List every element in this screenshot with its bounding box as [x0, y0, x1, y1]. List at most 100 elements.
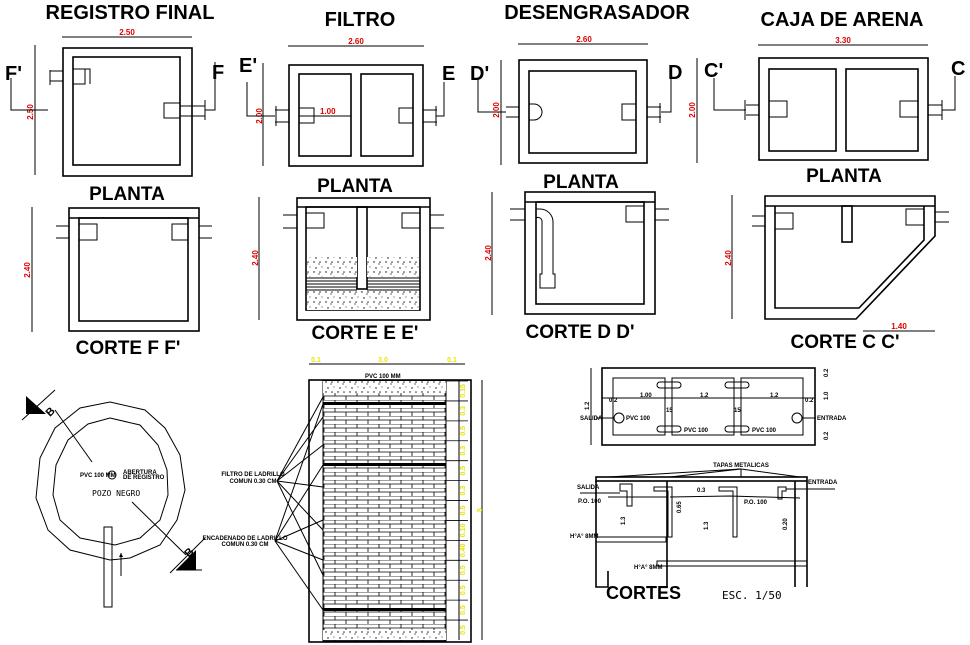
caja-arena-group: CAJA DE ARENA 3.30 C' C PLANTA 2.40 1.40… — [704, 9, 965, 353]
pozo-negro-group: PVC 100 MM ABERTURA DE REGISTRO POZO NEG… — [21, 389, 206, 608]
fittings — [744, 100, 943, 120]
outer-wall — [758, 57, 929, 161]
section-marker-bottom: B — [169, 537, 206, 574]
wall-dim-1: 0.3 — [460, 406, 467, 416]
chamber-1 — [612, 377, 666, 436]
chain-beams — [323, 402, 446, 611]
pipe-right: P.O. 100 — [744, 500, 768, 506]
fittings — [275, 106, 437, 126]
vert-1: 1.0 — [824, 391, 830, 400]
floor-1 — [595, 536, 667, 543]
tee-pipes — [619, 483, 787, 538]
fittings — [506, 103, 661, 123]
entry-label: ENTRADA — [817, 416, 847, 422]
left-height: 1.2 — [585, 401, 591, 410]
sec-dim-4: 0.65 — [677, 501, 683, 513]
pozo-label: POZO NEGRO — [92, 489, 140, 498]
section-outer — [296, 197, 431, 321]
height-dim-right: 2.00 — [688, 102, 697, 118]
vert-2: 0.2 — [824, 431, 830, 440]
section-inner — [774, 206, 925, 309]
cortes-title: CORTES — [606, 583, 681, 603]
cut-lines — [246, 82, 445, 117]
wall-dim-7: 0.10 — [460, 524, 467, 538]
plan-label: PLANTA — [317, 176, 393, 197]
section-fittings — [56, 223, 212, 241]
gravel-left — [307, 257, 357, 277]
wall-dim-2: 0.5 — [460, 426, 467, 436]
chamber-left — [768, 68, 837, 152]
section-outer — [68, 207, 200, 332]
cover-label-1: ABERTURA — [123, 470, 157, 476]
outer-wall — [518, 59, 648, 164]
desengrasador-group: DESENGRASADOR 2.60 2.00 2.00 D' D PLANTA… — [470, 2, 698, 343]
cortes-plan-group: 0.2 1.00 1.2 1.2 0.2 15 15 1.2 0.2 1.0 0… — [580, 367, 847, 446]
brick-wall — [322, 380, 447, 642]
inner-wall — [528, 70, 637, 154]
plan-pipes — [596, 381, 816, 433]
chamber-3 — [740, 377, 804, 436]
section-label: CORTE F F' — [76, 338, 181, 359]
section-label: CORTE D D' — [525, 322, 634, 343]
right-dims: 0.150.30.50.30.50.30.50.100.400.50.50.50… — [446, 380, 468, 635]
sep-1: 15 — [734, 408, 741, 414]
filtro-group: FILTRO 2.60 2.00 1.00 E' E PLANTA 2.40 C… — [239, 9, 455, 344]
wall-dim-12: 0.5 — [460, 625, 467, 635]
dim-top-0: 0.1 — [311, 357, 321, 364]
plan-outer — [601, 367, 816, 446]
section-label: CORTE E E' — [312, 323, 419, 344]
cut-lines — [477, 78, 672, 113]
right-cut-label: C — [951, 58, 965, 80]
chain-note-1: ENCADENADO DE LADRILLO — [203, 536, 288, 542]
outer-wall — [288, 64, 424, 167]
dim-top-2: 0.1 — [447, 357, 457, 364]
chamber-2 — [671, 377, 735, 436]
filter-note-2: COMUN 0.30 CM — [229, 479, 276, 485]
wall-section-group: 0.1 3.0 0.1 PVC 100 MM 0.150.30.50.30.50… — [203, 357, 484, 643]
chain-note-2: COMUN 0.30 CM — [221, 542, 268, 548]
center-wall — [356, 206, 368, 290]
section-mark: B — [44, 405, 58, 419]
pipe-label: PVC 100 MM — [80, 473, 116, 479]
wall-dim-9: 0.5 — [460, 565, 467, 575]
section-label: CORTE C C' — [790, 332, 899, 353]
width-dim: 2.60 — [348, 37, 364, 46]
inlet-fitting — [49, 68, 91, 85]
scale-label: ESC. 1/50 — [722, 589, 782, 602]
floor-2 — [656, 560, 808, 567]
bottom-gravel — [323, 630, 446, 640]
plan-dim-1: 1.00 — [640, 393, 652, 399]
covers-leaders — [607, 468, 801, 478]
section-marker-top: B — [21, 389, 58, 421]
entry-label: ENTRADA — [808, 480, 838, 486]
plan-label: PLANTA — [89, 184, 165, 205]
water-line — [608, 495, 801, 499]
top-slab — [595, 476, 808, 482]
plan-label: PLANTA — [806, 166, 882, 187]
width-dim: 2.60 — [576, 35, 592, 44]
filter-layers — [306, 277, 420, 291]
section-fittings — [510, 205, 669, 223]
pipe-left: P.O. 100 — [578, 499, 602, 505]
leader-lines — [274, 396, 324, 611]
section-height: 2.40 — [484, 245, 493, 261]
plan-label: PLANTA — [543, 172, 619, 193]
inlet-elbow — [529, 103, 543, 121]
sep-0: 15 — [666, 408, 673, 414]
wall-top-label: PVC 100 MM — [365, 374, 401, 380]
left-cut-label: C' — [704, 60, 723, 82]
sec-dim-1: 1.3 — [621, 516, 627, 525]
floor-1-label: H°A° 8MM — [570, 534, 598, 540]
walls — [595, 481, 808, 588]
cover-label-2: DE REGISTRO — [123, 475, 165, 481]
registro-final-title: REGISTRO FINAL — [46, 2, 215, 24]
slope-dim: 1.40 — [891, 322, 907, 331]
plan-dim-4: 0.2 — [805, 398, 814, 404]
plan-dim-3: 1.2 — [770, 393, 779, 399]
outer-wall — [62, 47, 193, 177]
left-cut-label: F' — [5, 63, 22, 85]
height-dim: 2.50 — [26, 104, 35, 120]
exit-label: SALIDA — [580, 416, 603, 422]
plan-dim-0: 0.2 — [609, 398, 618, 404]
